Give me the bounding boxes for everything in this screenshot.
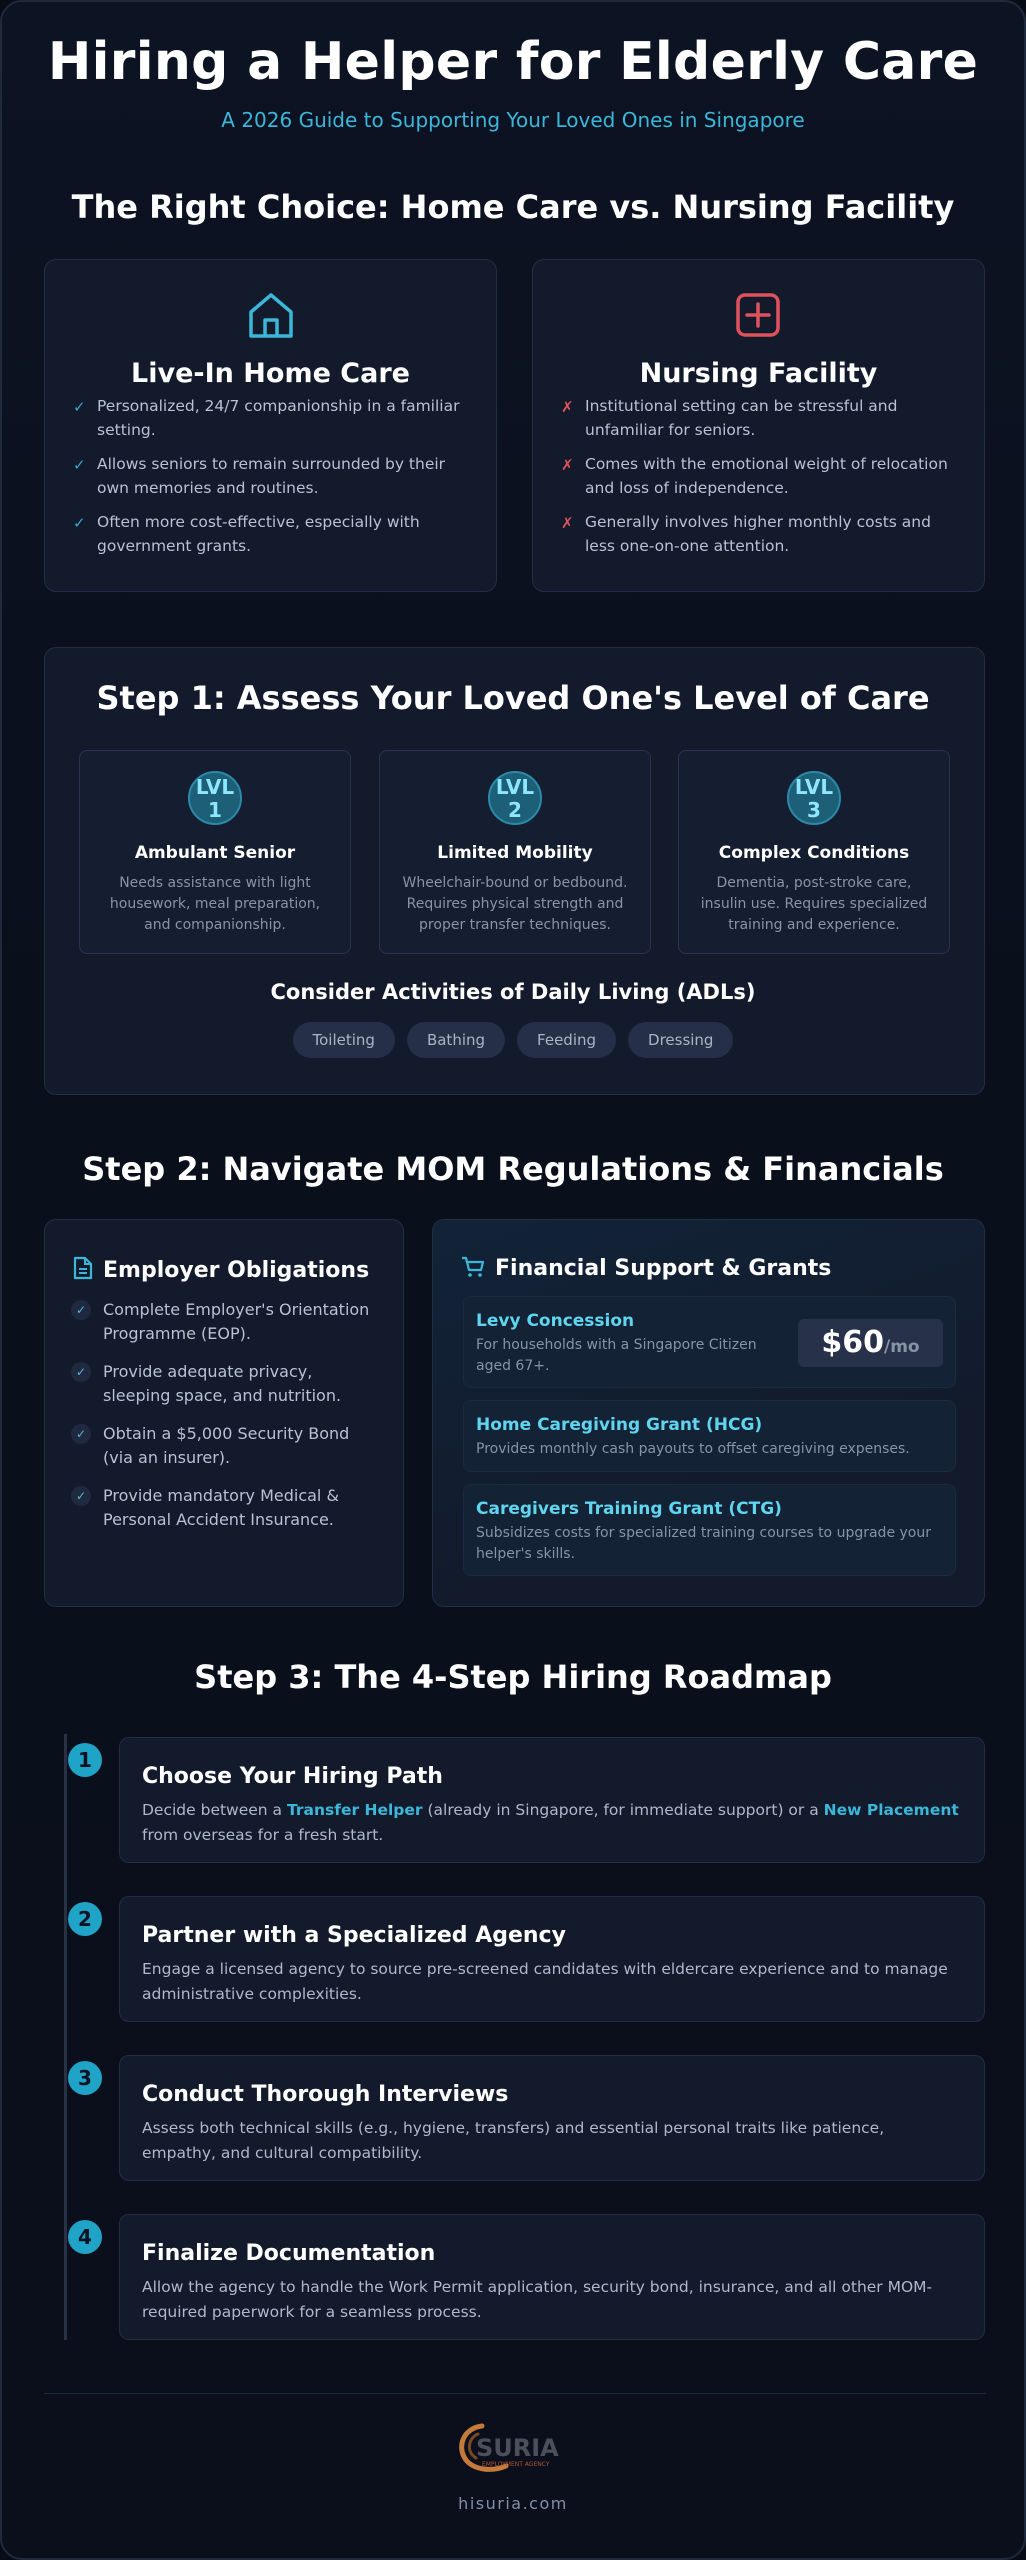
step-number: 1 <box>68 1743 102 1777</box>
list-item: ✗Institutional setting can be stressful … <box>561 397 898 439</box>
check-icon: ✓ <box>73 398 86 416</box>
home-care-benefits: ✓Personalized, 24/7 companionship in a f… <box>73 394 472 568</box>
list-item: ✗Generally involves higher monthly costs… <box>561 513 931 555</box>
level-description: Wheelchair-bound or bedbound. Requires p… <box>402 875 628 933</box>
step-title: Partner with a Specialized Agency <box>142 1923 566 1948</box>
step-number: 4 <box>68 2220 102 2254</box>
comparison-heading: The Right Choice: Home Care vs. Nursing … <box>71 188 955 226</box>
grant-description: Provides monthly cash payouts to offset … <box>476 1441 910 1457</box>
adl-chip: Dressing <box>628 1022 734 1058</box>
home-care-title: Live-In Home Care <box>131 358 410 389</box>
step1-heading: Step 1: Assess Your Loved One's Level of… <box>96 679 930 717</box>
list-item: ✓Allows seniors to remain surrounded by … <box>73 455 446 497</box>
grant-description: For households with a Singapore Citizen … <box>476 1337 757 1374</box>
medical-cross-icon <box>736 293 780 337</box>
level-description: Needs assistance with light housework, m… <box>109 875 321 933</box>
grant-ctg: Caregivers Training Grant (CTG) Subsidiz… <box>463 1484 956 1576</box>
grant-description: Subsidizes costs for specialized trainin… <box>476 1525 931 1562</box>
house-icon <box>249 293 293 338</box>
adl-chip: Feeding <box>517 1022 617 1058</box>
nursing-facility-drawbacks: ✗Institutional setting can be stressful … <box>561 394 960 568</box>
page-subtitle: A 2026 Guide to Supporting Your Loved On… <box>221 108 805 132</box>
adl-chip: Bathing <box>406 1022 506 1058</box>
cross-icon: ✗ <box>561 514 574 532</box>
step-number: 3 <box>68 2061 102 2095</box>
home-care-card: Live-In Home Care ✓Personalized, 24/7 co… <box>44 259 497 592</box>
obligations-list: ✓Complete Employer's Orientation Program… <box>71 1298 383 1546</box>
list-item: ✓Personalized, 24/7 companionship in a f… <box>73 397 460 439</box>
step-number: 2 <box>68 1902 102 1936</box>
adl-chip: Toileting <box>292 1022 395 1058</box>
list-item: ✓Provide adequate privacy, sleeping spac… <box>71 1360 383 1408</box>
adl-chips: Toileting Bathing Feeding Dressing <box>2 1022 1024 1058</box>
nursing-facility-card: Nursing Facility ✗Institutional setting … <box>532 259 985 592</box>
financial-title: Financial Support & Grants <box>461 1256 831 1281</box>
grant-title: Levy Concession <box>476 1311 635 1331</box>
level-name: Limited Mobility <box>437 843 593 863</box>
list-item: ✓Provide mandatory Medical & Personal Ac… <box>71 1484 383 1532</box>
financial-support-card: Financial Support & Grants Levy Concessi… <box>432 1219 985 1607</box>
grant-levy-concession: Levy Concession For households with a Si… <box>463 1296 956 1388</box>
grant-title: Home Caregiving Grant (HCG) <box>476 1415 763 1435</box>
list-item: ✓Obtain a $5,000 Security Bond (via an i… <box>71 1422 383 1470</box>
step-description: Allow the agency to handle the Work Perm… <box>142 2278 933 2321</box>
list-item: ✓Often more cost-effective, especially w… <box>73 513 420 555</box>
employer-obligations-card: Employer Obligations ✓Complete Employer'… <box>44 1219 404 1607</box>
roadmap-step: Conduct Thorough Interviews Assess both … <box>119 2055 985 2181</box>
page-title: Hiring a Helper for Elderly Care <box>47 32 979 92</box>
check-circle-icon: ✓ <box>71 1424 91 1444</box>
step-title: Conduct Thorough Interviews <box>142 2082 509 2107</box>
step-description: Engage a licensed agency to source pre-s… <box>142 1960 948 2003</box>
cross-icon: ✗ <box>561 456 574 474</box>
check-circle-icon: ✓ <box>71 1362 91 1382</box>
footer-divider <box>44 2393 986 2394</box>
svg-text:SURIA: SURIA <box>476 2434 559 2462</box>
cross-icon: ✗ <box>561 398 574 416</box>
cart-icon <box>462 1256 485 1277</box>
grant-title: Caregivers Training Grant (CTG) <box>476 1499 782 1519</box>
roadmap-step: Finalize Documentation Allow the agency … <box>119 2214 985 2340</box>
level-name: Complex Conditions <box>718 843 910 863</box>
check-icon: ✓ <box>73 514 86 532</box>
step-title: Choose Your Hiring Path <box>142 1764 443 1789</box>
suria-logo: SURIA EMPLOYMENT AGENCY <box>459 2423 559 2472</box>
price-tag: $60/mo <box>798 1319 943 1367</box>
step2-heading: Step 2: Navigate MOM Regulations & Finan… <box>82 1150 944 1188</box>
step3-heading: Step 3: The 4-Step Hiring Roadmap <box>194 1658 832 1696</box>
nursing-facility-title: Nursing Facility <box>639 358 878 389</box>
level-name: Ambulant Senior <box>134 843 296 863</box>
step-description: Decide between a Transfer Helper (alread… <box>142 1801 959 1844</box>
website-link[interactable]: hisuria.com <box>458 2494 568 2513</box>
list-item: ✗Comes with the emotional weight of relo… <box>561 455 948 497</box>
obligations-title: Employer Obligations <box>73 1256 369 1283</box>
step-description: Assess both technical skills (e.g., hygi… <box>142 2119 885 2162</box>
check-circle-icon: ✓ <box>71 1300 91 1320</box>
step-title: Finalize Documentation <box>142 2241 436 2266</box>
level-description: Dementia, post-stroke care, insulin use.… <box>700 875 928 933</box>
roadmap-step: Partner with a Specialized Agency Engage… <box>119 1896 985 2022</box>
adl-heading: Consider Activities of Daily Living (ADL… <box>270 980 756 1004</box>
check-circle-icon: ✓ <box>71 1486 91 1506</box>
list-item: ✓Complete Employer's Orientation Program… <box>71 1298 383 1346</box>
timeline-line <box>64 1734 67 2340</box>
grant-hcg: Home Caregiving Grant (HCG) Provides mon… <box>463 1400 956 1472</box>
check-icon: ✓ <box>73 456 86 474</box>
document-icon <box>73 1256 93 1280</box>
svg-text:EMPLOYMENT AGENCY: EMPLOYMENT AGENCY <box>482 2461 550 2468</box>
roadmap-step: Choose Your Hiring Path Decide between a… <box>119 1737 985 1863</box>
